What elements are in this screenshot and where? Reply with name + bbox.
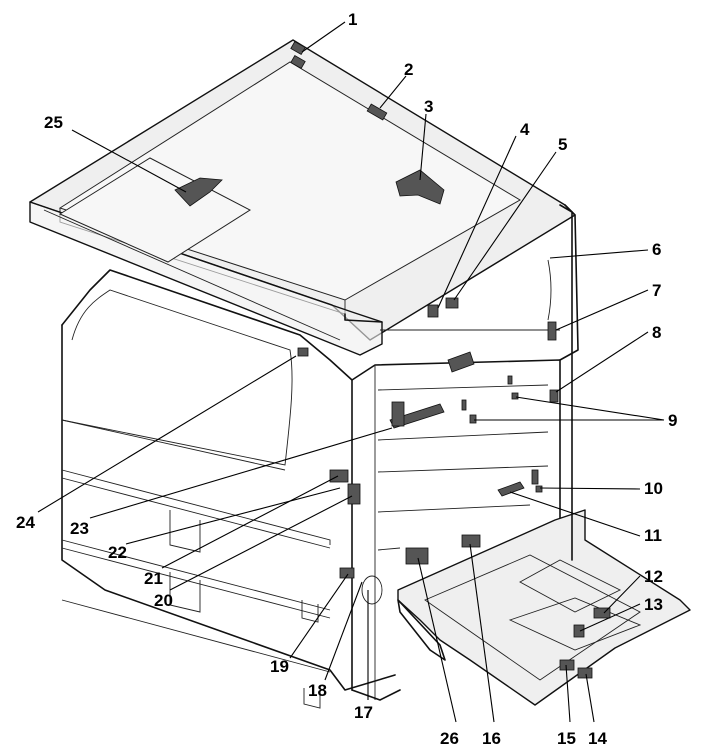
component-parts — [174, 40, 611, 679]
callout-labels: 1 2 3 4 5 6 7 8 9 10 11 12 13 14 15 16 2… — [16, 10, 677, 748]
label-19: 19 — [270, 657, 289, 676]
label-2: 2 — [404, 60, 413, 79]
label-18: 18 — [308, 681, 327, 700]
label-3: 3 — [424, 97, 433, 116]
label-21: 21 — [144, 569, 163, 588]
label-22: 22 — [108, 543, 127, 562]
label-26: 26 — [440, 729, 459, 748]
label-12: 12 — [644, 567, 663, 586]
label-17: 17 — [354, 703, 373, 722]
label-7: 7 — [652, 281, 661, 300]
label-4: 4 — [520, 120, 530, 139]
label-1: 1 — [348, 10, 357, 29]
label-16: 16 — [482, 729, 501, 748]
label-10: 10 — [644, 479, 663, 498]
label-25: 25 — [44, 113, 63, 132]
label-5: 5 — [558, 135, 567, 154]
label-24: 24 — [16, 513, 35, 532]
label-23: 23 — [70, 519, 89, 538]
label-14: 14 — [588, 729, 607, 748]
leader-lines — [37, 21, 665, 723]
label-9: 9 — [668, 411, 677, 430]
label-20: 20 — [154, 591, 173, 610]
label-6: 6 — [652, 240, 661, 259]
machine-body — [29, 39, 691, 709]
label-11: 11 — [644, 526, 662, 545]
label-13: 13 — [644, 595, 663, 614]
label-8: 8 — [652, 323, 661, 342]
label-15: 15 — [557, 729, 576, 748]
